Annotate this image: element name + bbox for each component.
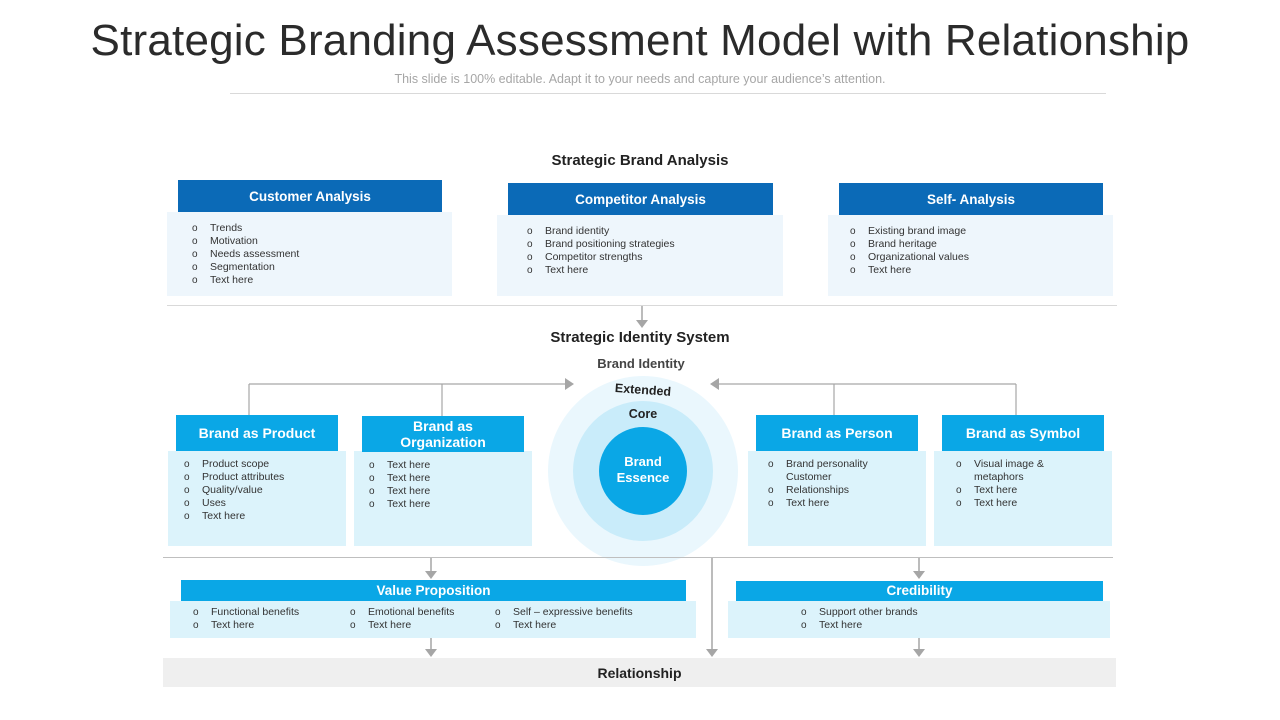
list-item: Visual image & metaphors (956, 458, 1066, 484)
credibility-list: Support other brands Text here (801, 606, 1001, 632)
list-item: Needs assessment (192, 248, 442, 261)
brand-as-organization-line1: Brand as (413, 418, 473, 434)
brand-as-person-list: Brand personality Customer Relationships… (768, 458, 888, 510)
list-item: Text here (768, 497, 888, 510)
brand-as-organization-header: Brand as Organization (362, 416, 524, 452)
customer-analysis-list: Trends Motivation Needs assessment Segme… (192, 222, 442, 287)
list-item: Support other brands (801, 606, 1001, 619)
list-item: Product scope (184, 458, 344, 471)
list-item: Text here (193, 619, 343, 632)
list-item: Emotional benefits (350, 606, 490, 619)
list-item: Text here (527, 264, 777, 277)
brand-as-person-header: Brand as Person (756, 415, 918, 451)
list-item: Brand identity (527, 225, 777, 238)
list-item: Text here (369, 485, 529, 498)
list-item: Text here (495, 619, 685, 632)
list-item: Segmentation (192, 261, 442, 274)
brand-as-symbol-list: Visual image & metaphors Text here Text … (956, 458, 1066, 510)
list-item: Uses (184, 497, 344, 510)
value-proposition-header: Value Proposition (181, 580, 686, 601)
competitor-analysis-header: Competitor Analysis (508, 183, 773, 215)
page-title: Strategic Branding Assessment Model with… (90, 16, 1190, 65)
list-item: Text here (369, 498, 529, 511)
brand-as-symbol-header: Brand as Symbol (942, 415, 1104, 451)
brand-essence-line1: Brand (624, 454, 662, 469)
list-item: Text here (192, 274, 442, 287)
self-analysis-list: Existing brand image Brand heritage Orga… (850, 225, 1100, 277)
brand-essence-line2: Essence (616, 470, 670, 485)
relationship-bar: Relationship (163, 658, 1116, 687)
value-proposition-col-1: Functional benefits Text here (193, 606, 343, 632)
section-divider-bottom (163, 557, 1113, 558)
list-item: Motivation (192, 235, 442, 248)
list-item: Text here (369, 472, 529, 485)
brand-as-organization-line2: Organization (400, 434, 486, 450)
brand-identity-label: Brand Identity (597, 356, 685, 371)
list-item: Quality/value (184, 484, 344, 497)
list-item: Competitor strengths (527, 251, 777, 264)
brand-as-product-list: Product scope Product attributes Quality… (184, 458, 344, 523)
list-item: Text here (184, 510, 344, 523)
credibility-header: Credibility (736, 581, 1103, 601)
section-divider-top (167, 305, 1117, 306)
list-item: Product attributes (184, 471, 344, 484)
list-item: Text here (850, 264, 1100, 277)
list-item: Text here (369, 459, 529, 472)
list-item: Text here (956, 497, 1066, 510)
list-item: Text here (956, 484, 1066, 497)
customer-analysis-header: Customer Analysis (178, 180, 442, 212)
brand-as-product-header: Brand as Product (176, 415, 338, 451)
strategic-identity-system-title: Strategic Identity System (550, 329, 730, 346)
list-item: Relationships (768, 484, 888, 497)
list-item: Trends (192, 222, 442, 235)
list-item: Text here (801, 619, 1001, 632)
list-item: Brand heritage (850, 238, 1100, 251)
value-proposition-col-3: Self – expressive benefits Text here (495, 606, 685, 632)
list-item: Existing brand image (850, 225, 1100, 238)
list-item: Self – expressive benefits (495, 606, 685, 619)
brand-as-organization-list: Text here Text here Text here Text here (369, 459, 529, 511)
self-analysis-header: Self- Analysis (839, 183, 1103, 215)
list-item: Brand personality Customer (768, 458, 888, 484)
list-item: Functional benefits (193, 606, 343, 619)
list-item: Brand positioning strategies (527, 238, 777, 251)
strategic-brand-analysis-title: Strategic Brand Analysis (551, 152, 729, 169)
value-proposition-col-2: Emotional benefits Text here (350, 606, 490, 632)
title-divider (230, 93, 1106, 94)
brand-essence-label: Brand Essence (603, 454, 683, 486)
list-item: Organizational values (850, 251, 1100, 264)
competitor-analysis-list: Brand identity Brand positioning strateg… (527, 225, 777, 277)
page-subtitle: This slide is 100% editable. Adapt it to… (394, 72, 886, 86)
list-item: Text here (350, 619, 490, 632)
core-ring-label: Core (628, 407, 658, 421)
